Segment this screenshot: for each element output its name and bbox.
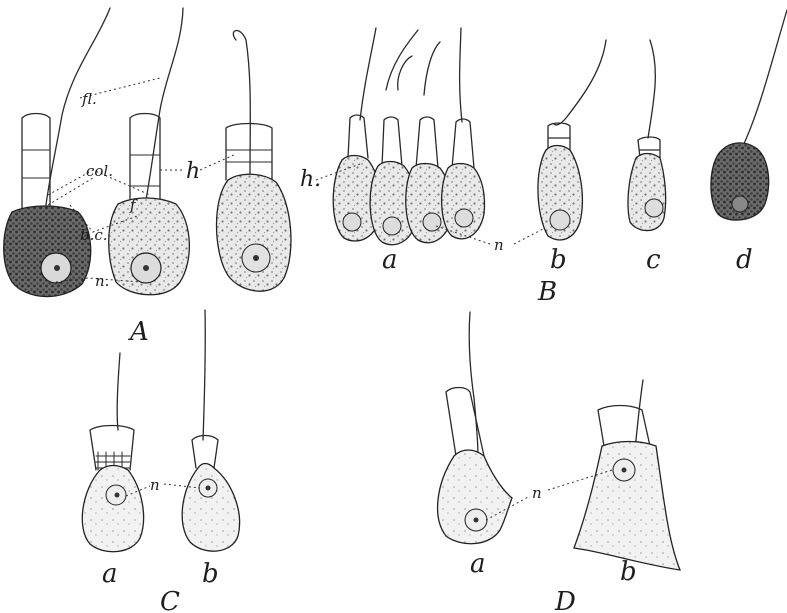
panel-label-d: D [554, 587, 576, 613]
label-h-b: h. [300, 167, 321, 192]
label-n-d: n [532, 484, 542, 502]
cell-da [438, 312, 512, 544]
sub-label-bc: c [646, 245, 661, 275]
cell-bd [711, 10, 787, 220]
cell-a1 [4, 8, 110, 297]
cell-ca [82, 353, 143, 552]
label-n-c: n [150, 476, 160, 494]
sub-label-ba: a [382, 245, 398, 275]
cell-a2 [109, 8, 190, 295]
panel-a: fl. col. h f b.c. n. A [4, 8, 291, 347]
label-fl: fl. [81, 90, 97, 108]
cell-a3 [217, 31, 291, 292]
panel-label-c: C [160, 587, 180, 613]
panel-label-a: A [128, 317, 149, 347]
cell-bc [628, 40, 666, 231]
cell-cb [182, 310, 239, 551]
label-n-b: n [494, 236, 504, 254]
label-bc: b.c. [80, 226, 108, 244]
sub-label-da: a [470, 549, 486, 579]
label-col: col. [86, 162, 113, 180]
panel-label-b: B [537, 277, 557, 307]
panel-c: n a b C [82, 310, 239, 613]
label-h: h [186, 159, 200, 184]
sub-label-db: b [620, 557, 637, 587]
sub-label-bb: b [550, 245, 567, 275]
cell-ba-cluster [333, 28, 484, 245]
panel-d: n a b D [438, 312, 680, 613]
cell-bb [538, 40, 606, 240]
cell-db [574, 380, 680, 570]
panel-b: h. n a b c d B [300, 10, 787, 307]
label-n: n. [95, 272, 109, 290]
sub-label-ca: a [102, 559, 118, 589]
sub-label-cb: b [202, 559, 219, 589]
sub-label-bd: d [736, 245, 753, 275]
